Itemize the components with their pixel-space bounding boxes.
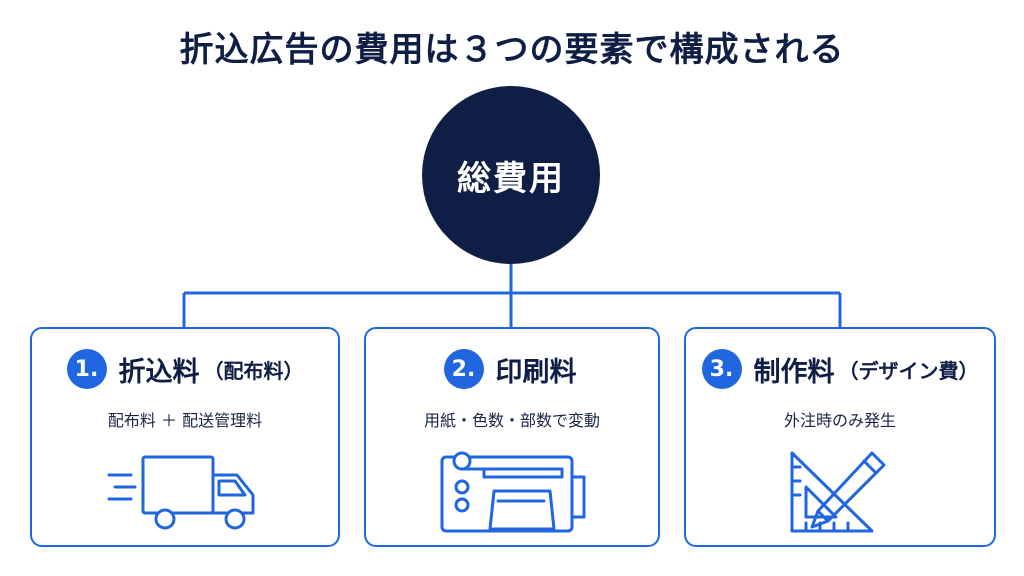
card-number-badge: 1.: [66, 349, 107, 389]
card-description: 配布料 ＋ 配送管理料: [107, 411, 263, 430]
card-printing-fee: 2. 印刷料 用紙・色数・部数で変動: [364, 327, 660, 547]
page-title: 折込広告の費用は３つの要素で構成される: [179, 30, 845, 70]
card-number-badge: 2.: [443, 349, 484, 389]
card-title-sub: （デザイン費）: [838, 358, 979, 383]
card-title: 制作料: [753, 356, 835, 388]
card-production-fee: 3. 制作料 （デザイン費） 外注時のみ発生: [684, 327, 996, 547]
card-title: 折込料: [118, 356, 200, 388]
printing-press-icon: [440, 451, 586, 533]
card-description: 用紙・色数・部数で変動: [423, 411, 600, 430]
total-cost-node: 総費用: [422, 86, 600, 264]
card-title-sub: （配布料）: [203, 358, 304, 383]
card-title: 印刷料: [495, 356, 577, 388]
card-folding-fee: 1. 折込料 （配布料） 配布料 ＋ 配送管理料: [30, 327, 340, 547]
hub-label: 総費用: [457, 158, 565, 199]
delivery-truck-icon: [107, 455, 255, 530]
card-description: 外注時のみ発生: [783, 411, 896, 430]
pencil-ruler-icon: [790, 451, 886, 533]
card-number-badge: 3.: [701, 349, 742, 389]
